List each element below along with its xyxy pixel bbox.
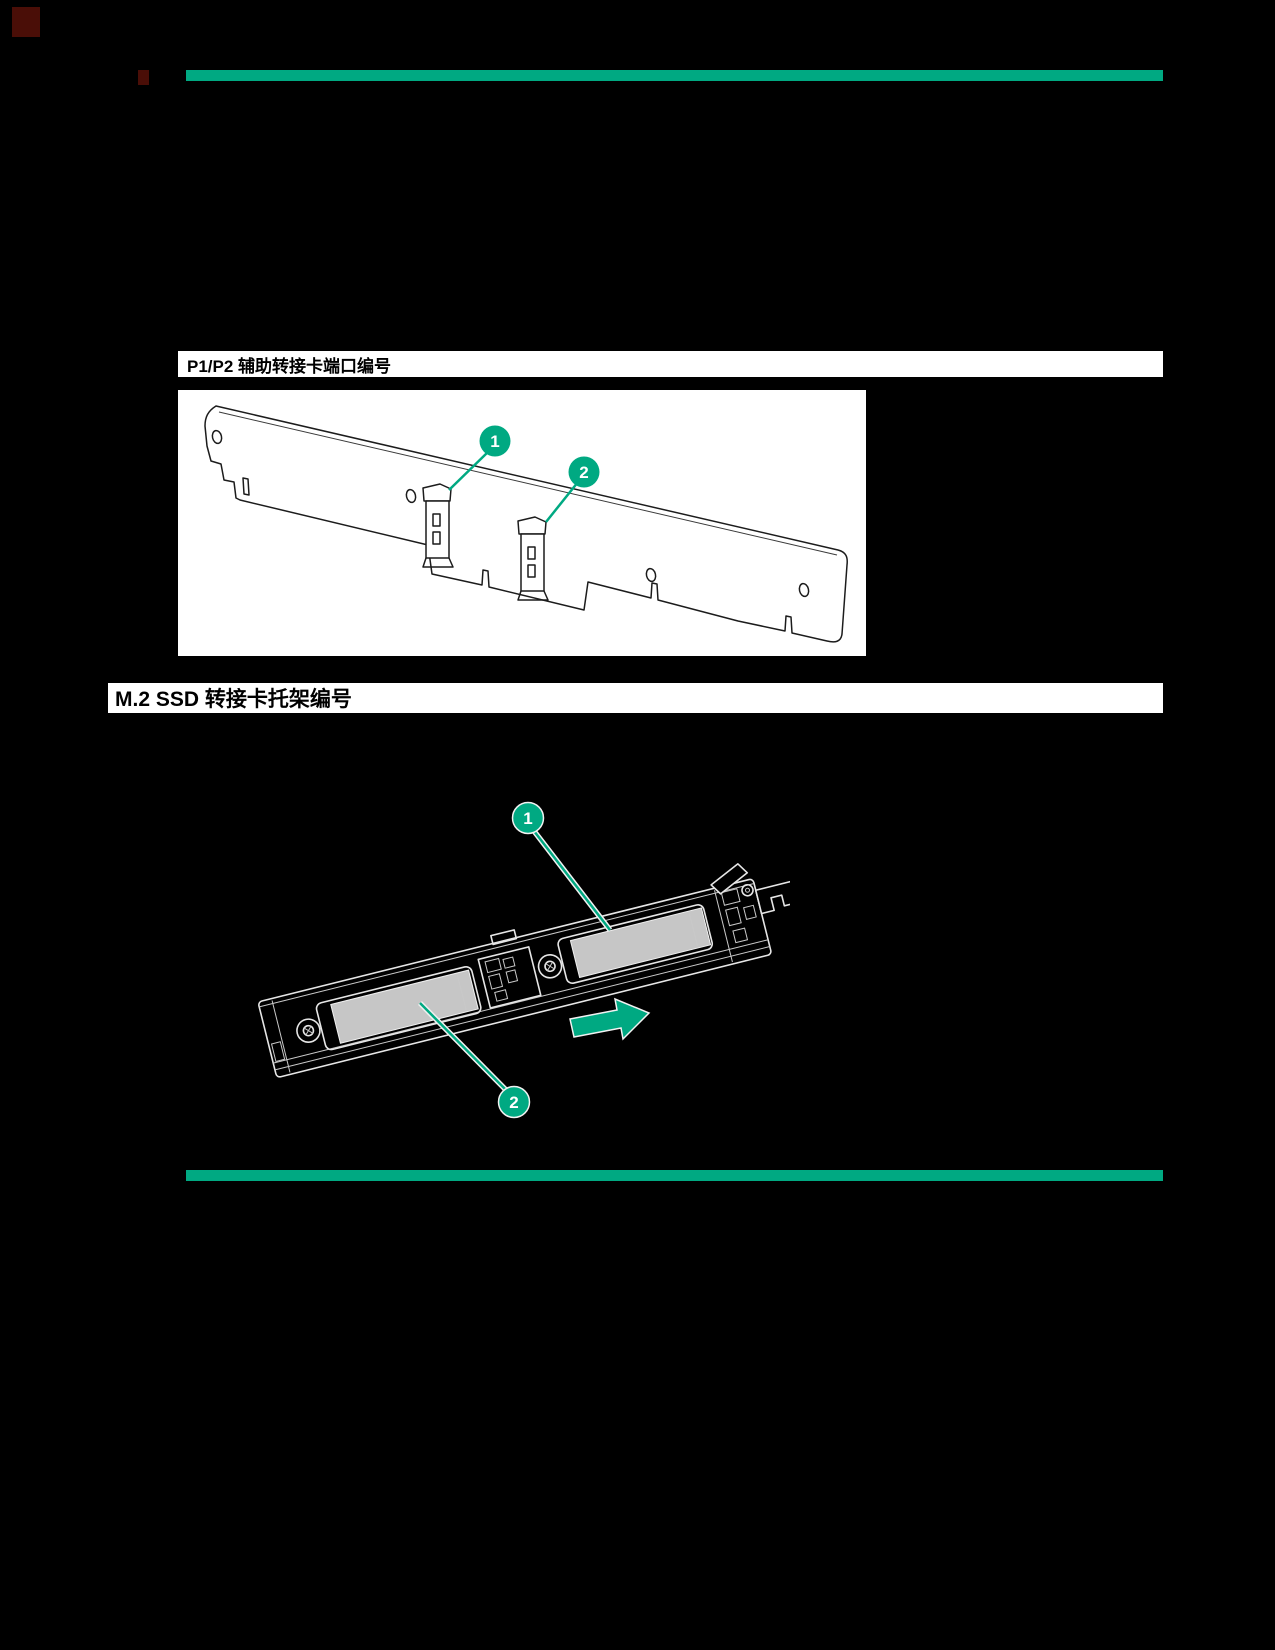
subsection-heading-bar: P1/P2 辅助转接卡端口编号 [178,351,1163,377]
bracket-left-slit [242,477,250,496]
callout-2-label: 2 [579,463,588,482]
callout-2 [568,456,600,488]
carrier-latch-end [710,863,790,944]
section-heading-text: M.2 SSD 转接卡托架编号 [115,688,352,711]
m2-ssd-1 [569,907,712,979]
carrier-top-tab [490,929,518,946]
leader-line-2 [419,1002,508,1092]
leader-line-1 [533,830,611,931]
center-connector-block [477,946,542,1009]
subsection-heading-text: P1/P2 辅助转接卡端口编号 [187,356,392,376]
top-rule [186,70,1163,81]
leader-line-1 [448,450,490,491]
carrier-detail-lines [259,882,770,1073]
retention-screw-2 [537,953,563,979]
ssd-bay-1 [557,904,714,985]
red-marker-left-margin [138,70,149,85]
latch-arm [754,880,790,915]
callout-2 [497,1085,531,1119]
leader-line-2 [545,481,579,523]
m2-ssd-2 [330,969,479,1044]
bracket-edge-line [218,411,838,556]
figure-m2-carrier-numbering: 1 2 [258,801,790,1119]
bottom-rule [186,1170,1163,1181]
riser-bracket-drawing: 1 2 [204,405,848,643]
callout-1-label: 1 [523,809,532,828]
port-connector-2 [517,516,549,601]
ssd-2-connector-line [456,974,467,1011]
callout-1 [479,425,511,457]
latch-handle [710,863,749,895]
callout-1 [511,801,545,835]
callout-1-label: 1 [490,432,499,451]
retention-screw-1 [296,1018,321,1043]
ssd-bay-2 [315,965,482,1051]
callout-2-label: 2 [509,1093,518,1112]
bracket-holes [211,429,810,598]
red-marker-corner [12,7,40,37]
section-heading-bar: M.2 SSD 转接卡托架编号 [108,683,1163,713]
ssd-1-connector-line [688,912,698,947]
m2-carrier-drawing [258,863,790,1078]
figure-riser-port-numbering: 1 2 [178,390,866,656]
port-connector-1 [422,483,454,568]
insert-direction-arrow [569,997,651,1041]
